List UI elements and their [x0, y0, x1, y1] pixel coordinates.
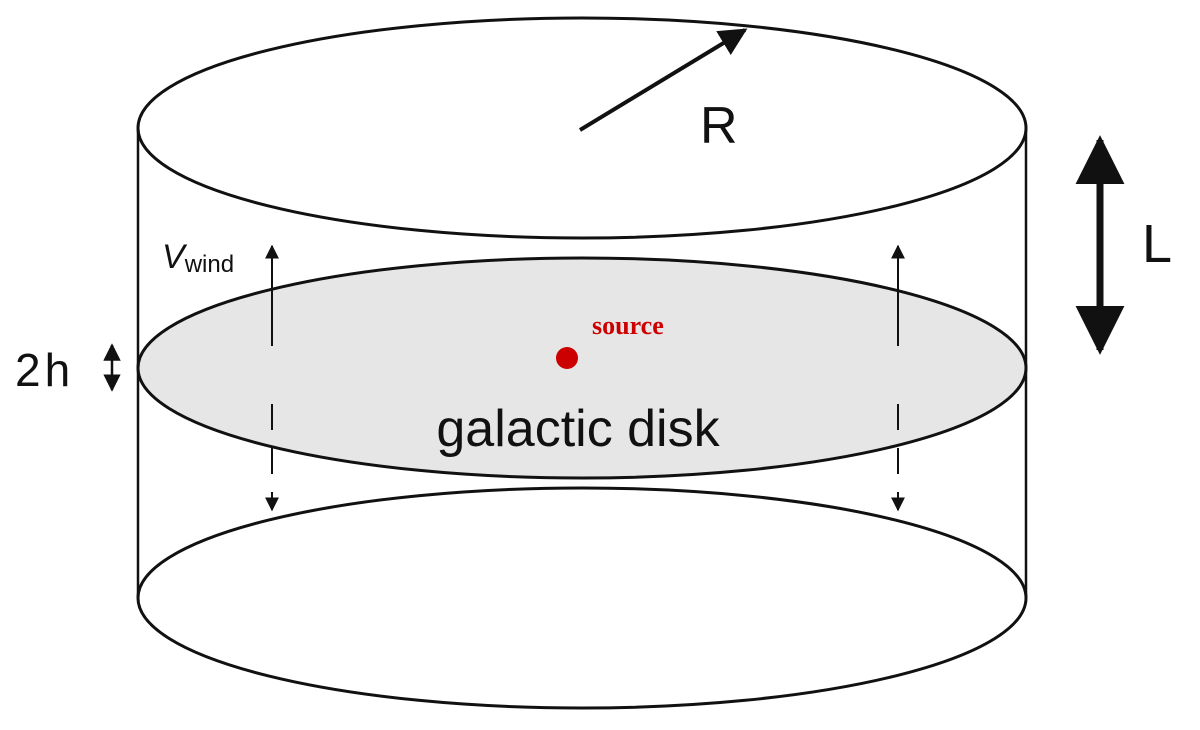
- height-label: L: [1142, 214, 1172, 274]
- wind-velocity-subscript: wind: [184, 251, 234, 278]
- wind-velocity-symbol: V: [162, 238, 188, 276]
- thickness-label: 2h: [15, 344, 74, 396]
- wind-velocity-label: Vwind: [162, 238, 234, 278]
- disk-label: galactic disk: [436, 400, 720, 458]
- cylinder-bottom-ellipse: [136, 486, 1028, 710]
- source-dot: [556, 347, 578, 369]
- radius-arrow: [578, 28, 748, 132]
- radius-label: R: [700, 97, 738, 155]
- galactic-disk: [136, 256, 1028, 480]
- source-label: source: [592, 311, 664, 340]
- cylinder-top-ellipse: [136, 16, 1028, 240]
